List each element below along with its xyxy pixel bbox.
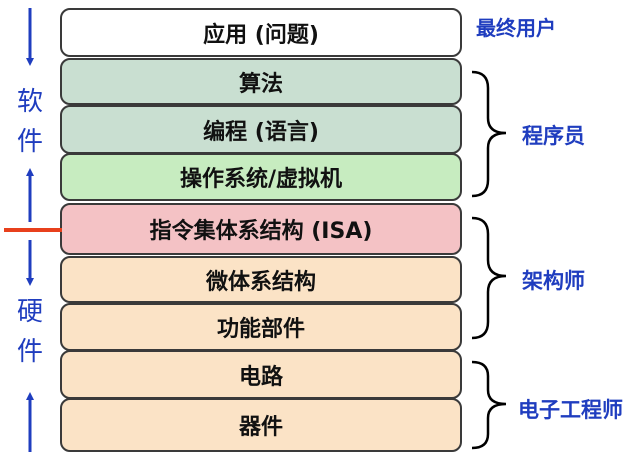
layer-os-vm: 操作系统/虚拟机 <box>60 153 462 201</box>
layer-programming-language: 编程 (语言) <box>60 105 462 154</box>
software-char-1: 软 <box>16 87 43 117</box>
software-label: 软 件 <box>14 82 46 162</box>
layer-application: 应用 (问题) <box>60 8 462 57</box>
hardware-char-2: 件 <box>16 337 43 367</box>
electrical-engineer-brace <box>471 360 507 450</box>
layer-circuits: 电路 <box>60 350 462 399</box>
role-electrical-engineer: 电子工程师 <box>518 398 623 422</box>
layer-isa: 指令集体系结构 (ISA) <box>60 203 462 255</box>
layer-functional-units: 功能部件 <box>60 303 462 351</box>
layer-devices: 器件 <box>60 398 462 452</box>
role-programmer: 程序员 <box>522 124 585 148</box>
programmer-brace <box>471 70 507 198</box>
software-char-2: 件 <box>16 127 43 157</box>
architect-brace <box>471 216 507 340</box>
layer-algorithm: 算法 <box>60 58 462 105</box>
role-architect: 架构师 <box>522 269 585 293</box>
hardware-label: 硬 件 <box>14 292 46 372</box>
layer-microarchitecture: 微体系结构 <box>60 256 462 303</box>
role-end-user: 最终用户 <box>476 16 556 40</box>
hardware-char-1: 硬 <box>16 297 43 327</box>
